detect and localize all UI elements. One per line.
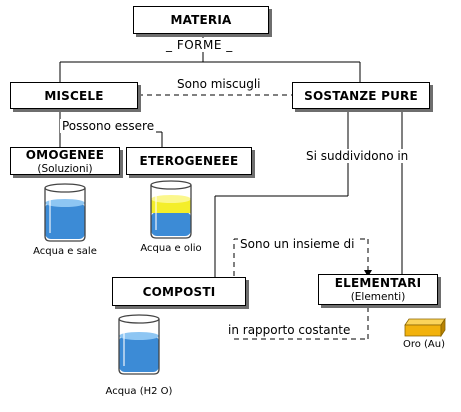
acqua-e-olio-caption: Acqua e olio [140,243,202,254]
acqua-h2o-caption: Acqua (H2 O) [105,386,173,397]
materia-title: MATERIA [170,13,232,27]
omogenee-subtitle: (Soluzioni) [37,162,93,175]
elementari-subtitle: (Elementi) [350,291,406,303]
acqua-e-sale-caption: Acqua e sale [33,246,97,257]
acqua-e-olio-oil [151,199,191,213]
sono-miscugli-label: Sono miscugli [175,77,263,91]
acqua-e-olio-beaker-icon [150,180,192,239]
acqua-e-olio-water [151,212,191,236]
forme-label: _ FORME _ [164,38,235,52]
possono-essere-label: Possono essere [60,119,157,133]
omogenee-title: OMOGENEE [25,147,105,162]
si-suddividono-in-label: Si suddividono in [304,149,411,163]
acqua-h2o-liquid [119,336,159,372]
eterogeneee-title: ETEROGENEEE [139,154,239,168]
acqua-h2o-beaker-icon [118,314,160,375]
composti-box: COMPOSTI [112,277,246,306]
materia-box: MATERIA [133,6,269,34]
eterogeneee-box: ETEROGENEEE [126,147,252,175]
acqua-e-sale-liquid [45,203,85,239]
elementari-box: ELEMENTARI (Elementi) [318,274,438,305]
omogenee-box: OMOGENEE (Soluzioni) [10,147,120,175]
miscele-title: MISCELE [44,88,104,103]
gold-bar-icon [404,317,446,338]
sostanze-pure-box: SOSTANZE PURE [292,82,430,109]
miscele-box: MISCELE [10,82,138,109]
sono-un-insieme-di-label: Sono un insieme di [238,237,357,251]
acqua-e-sale-beaker-icon [44,183,86,242]
oro-caption: Oro (Au) [402,339,446,350]
in-rapporto-costante-label: in rapporto costante [226,323,353,337]
elementari-title: ELEMENTARI [334,276,422,290]
sostanze-pure-title: SOSTANZE PURE [304,88,418,103]
composti-title: COMPOSTI [142,284,216,299]
